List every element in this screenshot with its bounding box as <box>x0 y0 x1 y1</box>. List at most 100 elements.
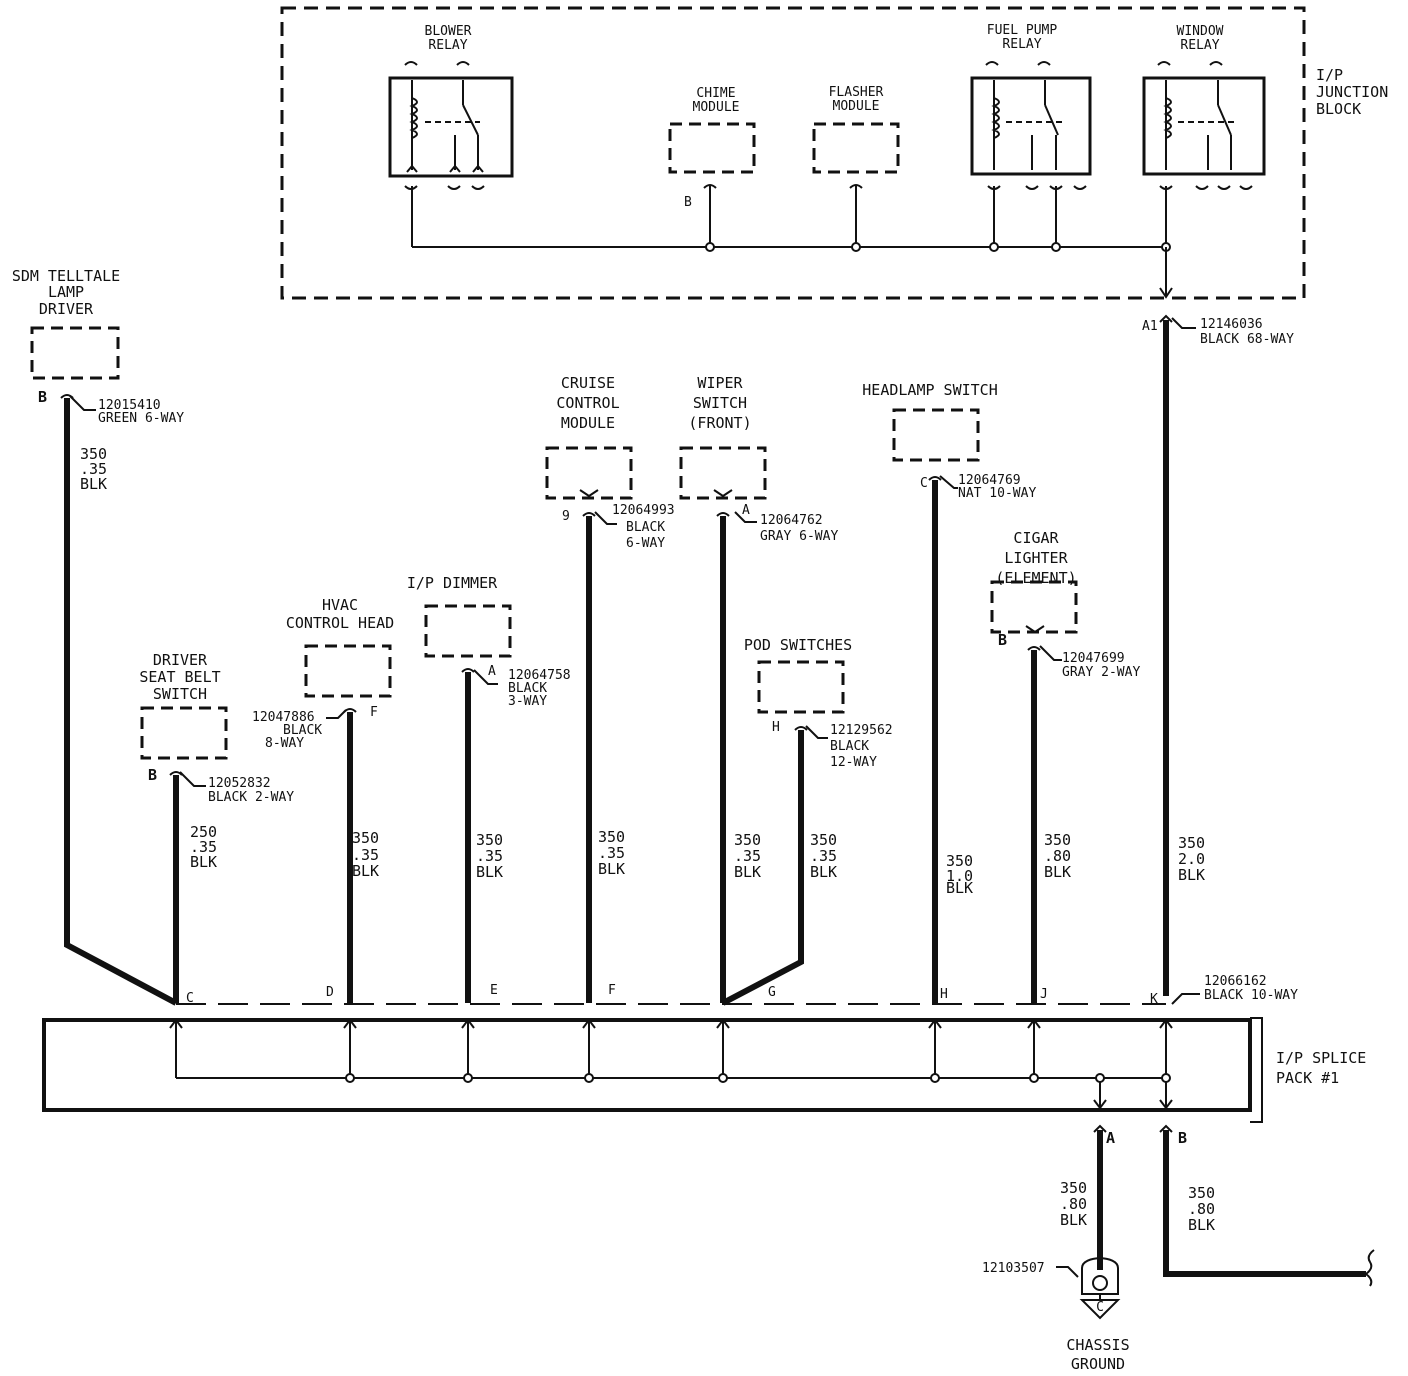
cruise-label-3: MODULE <box>561 414 615 432</box>
headlamp-switch: HEADLAMP SWITCH C 12064769 NAT 10-WAY 35… <box>862 381 1036 1003</box>
cruise-control-module: CRUISE CONTROL MODULE 9 12064993 BLACK 6… <box>545 374 675 1003</box>
splice-out-b-pin: B <box>1178 1129 1187 1147</box>
junction-block-label-3: BLOCK <box>1316 100 1361 118</box>
wiper-label-3: (FRONT) <box>688 414 751 432</box>
wiper-wire-1: 350 <box>734 831 761 849</box>
sdm-label-1: SDM TELLTALE <box>12 267 120 285</box>
splice-out-a-wire-3: BLK <box>1060 1211 1087 1229</box>
headlamp-wire-1: 350 <box>946 852 973 870</box>
window-relay-label-1: WINDOW <box>1177 24 1224 39</box>
splice-pin-c: C <box>186 991 194 1006</box>
fuel-pump-relay: FUEL PUMP RELAY <box>970 23 1092 247</box>
junction-block-label-1: I/P <box>1316 66 1343 84</box>
dimmer-label: I/P DIMMER <box>407 574 498 592</box>
flasher-module-label-1: FLASHER <box>829 85 884 100</box>
chime-module-label-1: CHIME <box>696 86 735 101</box>
splice-pin-k: K <box>1150 992 1158 1007</box>
ip-dimmer: I/P DIMMER A 12064758 BLACK 3-WAY 350 .3… <box>407 574 571 1003</box>
seatbelt-connector-2: BLACK 2-WAY <box>208 790 294 805</box>
dimmer-wire-3: BLK <box>476 863 503 881</box>
cruise-connector-1: 12064993 <box>612 503 675 518</box>
hvac-wire-1: 350 <box>352 829 379 847</box>
cruise-connector-3: 6-WAY <box>626 536 665 551</box>
headlamp-label: HEADLAMP SWITCH <box>862 381 997 399</box>
seatbelt-wire-1: 250 <box>190 823 217 841</box>
blower-relay-label-2: RELAY <box>428 38 467 53</box>
wiper-connector-1: 12064762 <box>760 513 823 528</box>
splice-out-b-wire-3: BLK <box>1188 1216 1215 1234</box>
seatbelt-pin: B <box>148 766 157 784</box>
hvac-connector-2: BLACK <box>283 723 322 738</box>
wiper-pin: A <box>742 503 750 518</box>
junction-block-label-2: JUNCTION <box>1316 83 1388 101</box>
cigar-connector-1: 12047699 <box>1062 651 1125 666</box>
blower-relay: BLOWER RELAY <box>388 24 514 247</box>
headlamp-wire-2: 1.0 <box>946 867 973 885</box>
sdm-label-2: LAMP <box>48 283 84 301</box>
splice-out-b-wire-1: 350 <box>1188 1184 1215 1202</box>
seatbelt-wire-2: .35 <box>190 838 217 856</box>
pod-wire-2: .35 <box>810 847 837 865</box>
junction-out-connector-2: BLACK 68-WAY <box>1200 332 1294 347</box>
junction-out-wire-1: 350 <box>1178 834 1205 852</box>
pod-connector-2: BLACK <box>830 739 869 754</box>
window-relay-label-2: RELAY <box>1180 38 1219 53</box>
hvac-wire-2: .35 <box>352 846 379 864</box>
headlamp-wire-3: BLK <box>946 879 973 897</box>
seatbelt-connector-1: 12052832 <box>208 776 271 791</box>
ground-label-2: GROUND <box>1071 1355 1125 1373</box>
splice-connector-2: BLACK 10-WAY <box>1204 988 1298 1003</box>
cigar-label-2: LIGHTER <box>1004 549 1068 567</box>
cigar-wire-3: BLK <box>1044 863 1071 881</box>
seatbelt-wire-3: BLK <box>190 853 217 871</box>
splice-pin-f: F <box>608 983 616 998</box>
splice-pin-d: D <box>326 985 334 1000</box>
splice-pin-j: J <box>1040 987 1048 1002</box>
junction-output-wire: A1 12146036 BLACK 68-WAY 350 2.0 BLK <box>1142 314 1294 996</box>
flasher-module-label-2: MODULE <box>833 99 880 114</box>
splice-out-b-wire-2: .80 <box>1188 1200 1215 1218</box>
dimmer-connector-2: BLACK <box>508 681 547 696</box>
hvac-label-2: CONTROL HEAD <box>286 614 394 632</box>
hvac-control-head: HVAC CONTROL HEAD F 12047886 BLACK 8-WAY… <box>252 596 394 1003</box>
cigar-label-1: CIGAR <box>1013 529 1059 547</box>
splice-pack-label-1: I/P SPLICE <box>1276 1049 1366 1067</box>
ip-splice-pack-1: 12066162 BLACK 10-WAY C D E F G H J K <box>42 974 1366 1123</box>
sdm-wire-3: BLK <box>80 475 107 493</box>
headlamp-connector-2: NAT 10-WAY <box>958 486 1036 501</box>
cruise-wire-2: .35 <box>598 844 625 862</box>
cruise-wire-3: BLK <box>598 860 625 878</box>
dimmer-connector-3: 3-WAY <box>508 694 547 709</box>
splice-pin-h: H <box>940 987 948 1002</box>
dimmer-connector-1: 12064758 <box>508 668 571 683</box>
cigar-connector-2: GRAY 2-WAY <box>1062 665 1140 680</box>
sdm-wire-1: 350 <box>80 445 107 463</box>
splice-out-a-wire-1: 350 <box>1060 1179 1087 1197</box>
splice-output-a: A 350 .80 BLK <box>1060 1124 1115 1270</box>
wiper-switch-front: WIPER SWITCH (FRONT) A 12064762 GRAY 6-W… <box>679 374 838 1003</box>
wiper-connector-2: GRAY 6-WAY <box>760 529 838 544</box>
junction-out-wire-2: 2.0 <box>1178 850 1205 868</box>
pod-label: POD SWITCHES <box>744 636 852 654</box>
dimmer-wire-2: .35 <box>476 847 503 865</box>
cruise-pin: 9 <box>562 509 570 524</box>
hvac-wire-3: BLK <box>352 862 379 880</box>
hvac-pin: F <box>370 705 378 720</box>
chime-module: CHIME MODULE B <box>668 86 756 247</box>
pod-wire-3: BLK <box>810 863 837 881</box>
splice-out-a-pin: A <box>1106 1129 1115 1147</box>
cruise-label-1: CRUISE <box>561 374 615 392</box>
chime-pin-label: B <box>684 195 692 210</box>
driver-seat-belt-switch: DRIVER SEAT BELT SWITCH B 12052832 BLACK… <box>139 651 294 1003</box>
seatbelt-label-1: DRIVER <box>153 651 208 669</box>
splice-connector-1: 12066162 <box>1204 974 1267 989</box>
wiper-label-1: WIPER <box>697 374 743 392</box>
hvac-label-1: HVAC <box>322 596 358 614</box>
pod-switches: POD SWITCHES H 12129562 BLACK 12-WAY 350… <box>721 636 893 1006</box>
fuel-pump-relay-label-1: FUEL PUMP <box>987 23 1058 38</box>
pod-pin: H <box>772 720 780 735</box>
junction-out-pin: A1 <box>1142 319 1158 334</box>
pod-connector-3: 12-WAY <box>830 755 877 770</box>
cigar-wire-2: .80 <box>1044 847 1071 865</box>
